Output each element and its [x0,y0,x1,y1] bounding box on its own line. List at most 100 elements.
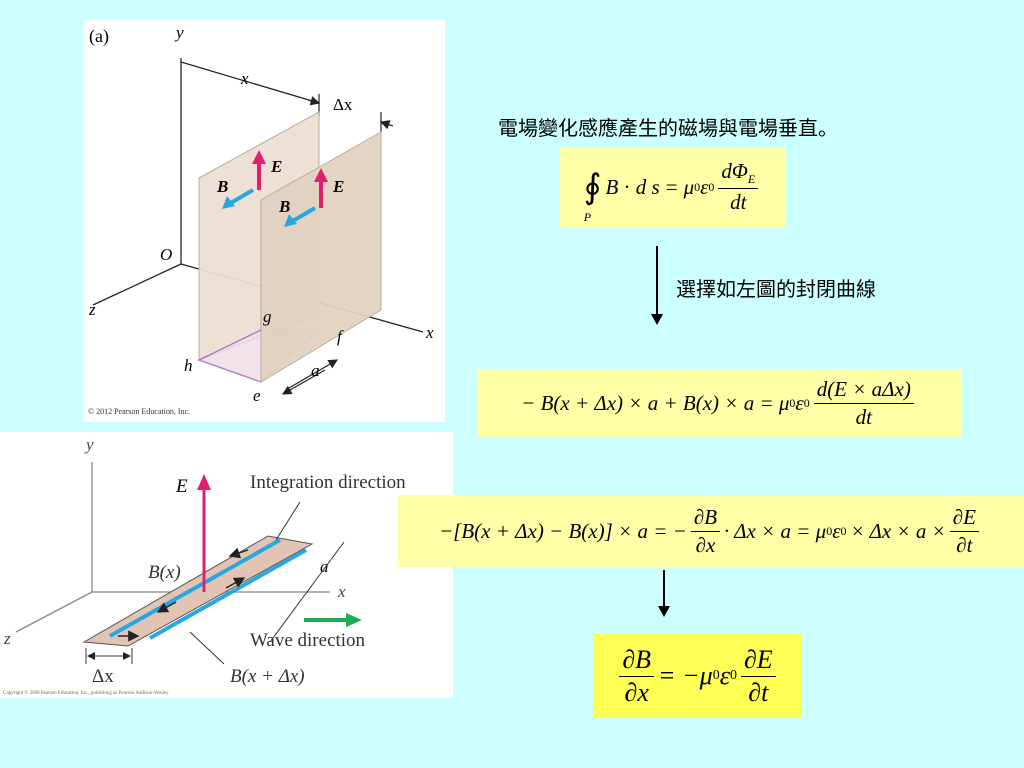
integral-subscript: P [583,210,592,224]
front-plate [260,131,382,383]
closed-integral-symbol: ∮ P [583,169,602,224]
figure-a-copyright: © 2012 Pearson Education, Inc. [88,407,190,416]
fraction-numerator: ∂B [619,645,655,677]
corner-f-label: f [337,327,344,346]
e-field-arrowhead-back [252,150,266,164]
fraction-numerator: ∂E [949,505,979,532]
e-field-arrowhead [197,474,211,490]
fraction-denominator: ∂t [956,532,973,557]
delta-x-label: Δx [92,666,114,687]
equals-sign: = [665,174,678,199]
e-field-label-back: E [270,157,282,176]
y-axis-label: y [84,435,94,454]
figure-a-label: (a) [89,26,109,47]
delta-x-arrow-right [379,120,394,130]
subscript-zero: 0 [729,668,737,683]
z-axis [92,263,182,306]
corner-g-label: g [263,307,272,326]
e-field-label-front: E [332,177,344,196]
e-field-arrowhead-front [314,168,328,182]
vector-ds: d s [635,174,660,199]
fraction-numerator: dΦ [721,158,748,183]
figure-a-diagram: (a) y z x O x Δx E E B B [88,23,434,416]
equation-left-side: −[B(x + Δx) − B(x)] × a = − [439,518,687,543]
fraction-denominator: ∂x [624,677,649,707]
z-axis-label: z [88,300,96,319]
width-a-arrow-left [281,369,326,395]
equation-middle: = −μ [658,661,713,690]
x-distance-label: x [240,69,249,88]
subscript-zero: 0 [789,395,796,410]
integration-label-leader [275,501,301,541]
equation-left-side: − B(x + Δx) × a + B(x) × a = μ [521,390,790,415]
width-a-line [269,541,345,643]
b-of-x-label: B(x) [148,562,181,583]
de-dt-fraction: ∂E ∂t [740,645,776,708]
b-field-arrow-back [227,188,255,206]
figure-b-copyright: Copyright © 2008 Pearson Education, Inc.… [3,690,169,696]
figure-b-diagram: y z x E Integration direction B(x) a Wav… [3,435,406,696]
subscript-zero: 0 [694,179,701,194]
integration-direction-label: Integration direction [250,472,406,493]
z-axis [15,591,93,633]
width-a-label: a [320,557,329,576]
fraction-numerator: ∂B [690,505,721,532]
figure-a-panel: (a) y z x O x Δx E E B B [83,20,445,422]
loop-arrow-top [228,547,249,559]
epsilon-symbol: ε [700,174,709,199]
equation-right-side: × Δx × a × [850,518,946,543]
equation-expanded: −[B(x + Δx) − B(x)] × a = − ∂B ∂x · Δx ×… [398,495,1024,567]
epsilon-symbol: ε [832,518,841,543]
wave-direction-arrowhead [346,613,362,627]
fraction-denominator: ∂t [748,677,769,707]
flux-derivative-fraction: dΦE dt [718,158,759,215]
epsilon-symbol: ε [719,661,730,690]
figure-b-panel: y z x E Integration direction B(x) a Wav… [0,432,453,698]
x-axis-label: x [337,582,346,601]
delta-x-arrow-left [307,96,321,106]
subscript-zero: 0 [826,523,833,538]
b-field-line-x [109,538,281,638]
b-field-arrow-front [289,206,317,224]
caption-middle: 選擇如左圖的封閉曲線 [676,277,876,301]
subscript-zero: 0 [803,395,810,410]
z-axis-label: z [3,629,11,648]
b-field-arrowhead-back [222,196,235,209]
fraction-numerator: d(E × aΔx) [813,377,914,404]
b-field-arrowhead-front [284,214,297,227]
wave-direction-label: Wave direction [250,630,366,651]
b-field-label-front: B [278,197,290,216]
delta-x-label: Δx [333,95,353,114]
fraction-denominator: ∂x [695,532,716,557]
subscript-zero: 0 [712,668,720,683]
epsilon-symbol: ε [795,390,804,415]
b-plus-dx-leader [189,631,225,665]
de-dt-fraction: ∂E ∂t [949,505,979,558]
b-field-line-x-plus-dx [149,548,307,640]
e-field-label: E [175,476,188,497]
equation-middle: · Δx × a = μ [724,518,827,543]
subscript-zero: 0 [708,179,715,194]
origin-label: O [160,245,172,264]
corner-h-label: h [184,356,193,375]
vector-b: B [605,174,619,199]
loop-arrow-right [225,577,246,589]
mu-symbol: μ [683,174,695,199]
subscript-e: E [747,172,756,187]
fraction-denominator: dt [730,190,747,215]
db-dx-fraction: ∂B ∂x [619,645,655,708]
b-field-label-back: B [216,177,228,196]
db-dx-fraction: ∂B ∂x [690,505,721,558]
flux-fraction: d(E × aΔx) dt [813,377,914,430]
x-axis-label: x [425,323,434,342]
fraction-numerator: ∂E [740,645,776,677]
width-a-arrow-right [288,359,339,389]
fraction-denominator: dt [855,404,872,429]
caption-top: 電場變化感應產生的磁場與電場垂直。 [498,116,838,140]
width-a-label: a [311,361,320,380]
x-distance-line [180,61,320,104]
subscript-zero: 0 [840,523,847,538]
